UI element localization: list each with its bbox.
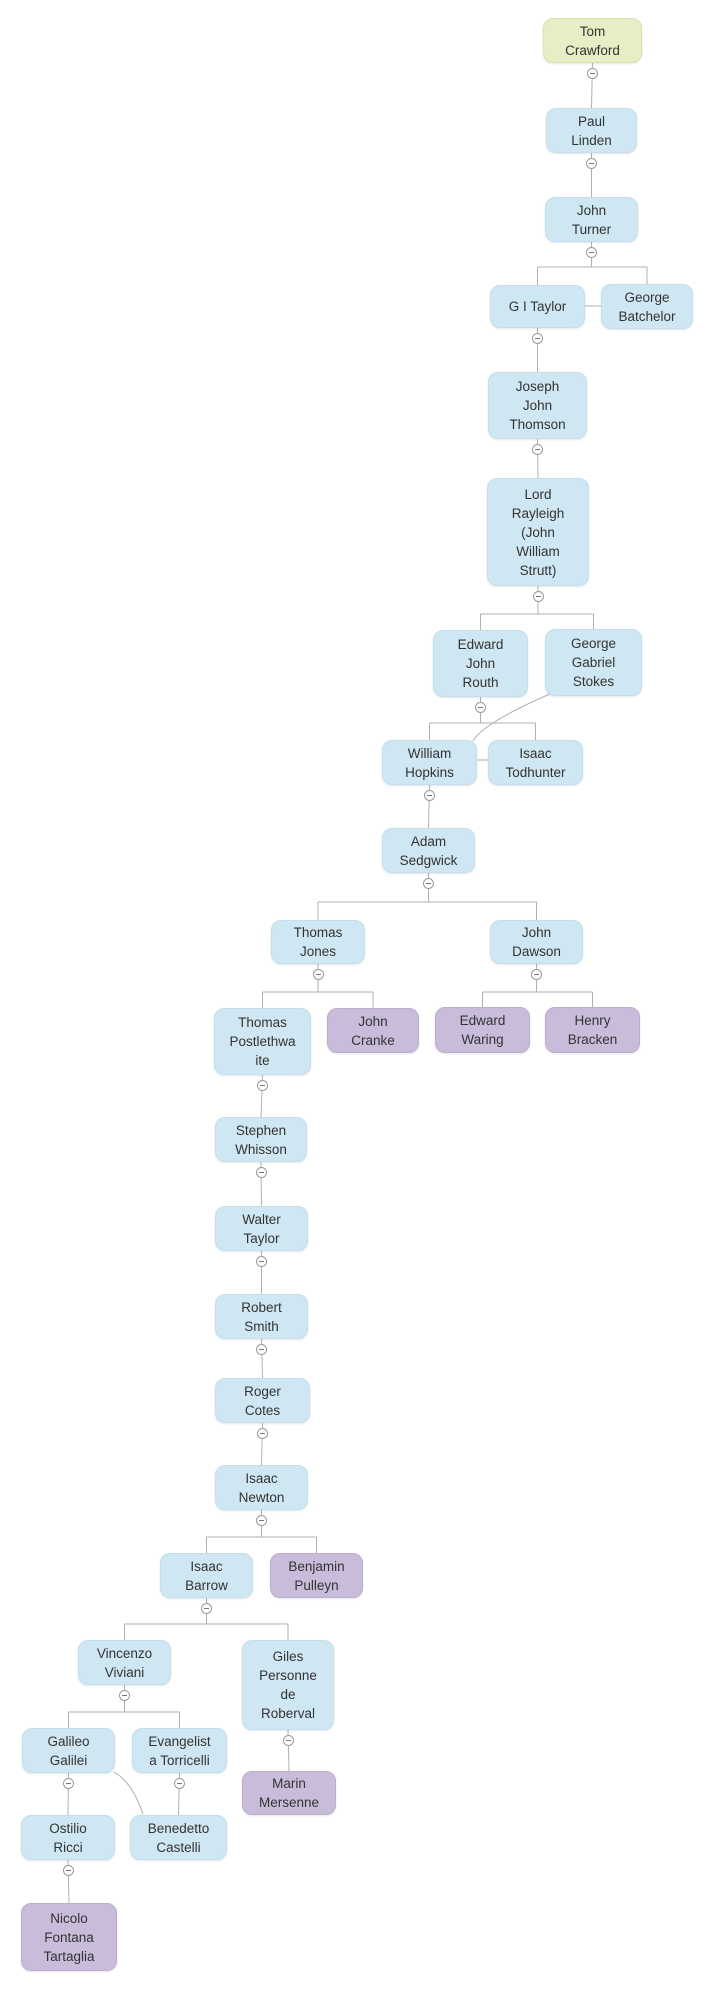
person-node-nicolo-tartaglia[interactable]: Nicolo Fontana Tartaglia <box>21 1903 117 1971</box>
person-node-lord-rayleigh[interactable]: Lord Rayleigh (John William Strutt) <box>487 478 589 586</box>
minus-icon <box>590 72 595 74</box>
person-node-isaac-todhunter[interactable]: Isaac Todhunter <box>488 740 583 785</box>
collapse-button-adam-sedgwick[interactable] <box>423 877 434 889</box>
person-node-tom-crawford[interactable]: Tom Crawford <box>543 18 642 63</box>
person-node-vincenzo-viviani[interactable]: Vincenzo Viviani <box>78 1640 171 1685</box>
collapse-button-thomas-jones[interactable] <box>312 968 324 980</box>
collapse-button-evangelista-torricelli[interactable] <box>174 1777 185 1789</box>
collapse-button-tom-crawford[interactable] <box>587 67 598 79</box>
collapse-button-edward-john-routh[interactable] <box>475 701 486 713</box>
minus-icon <box>259 1519 264 1521</box>
minus-icon <box>478 706 483 708</box>
minus-icon <box>65 1869 71 1871</box>
minus-icon <box>534 973 539 975</box>
person-node-robert-smith[interactable]: Robert Smith <box>215 1294 308 1339</box>
collapse-button-paul-linden[interactable] <box>586 157 597 169</box>
minus-icon <box>426 882 431 884</box>
person-node-thomas-jones[interactable]: Thomas Jones <box>271 920 365 964</box>
person-node-adam-sedgwick[interactable]: Adam Sedgwick <box>382 828 475 873</box>
minus-icon <box>260 1432 265 1434</box>
person-node-marin-mersenne[interactable]: Marin Mersenne <box>242 1771 336 1815</box>
person-node-john-cranke[interactable]: John Cranke <box>327 1008 419 1053</box>
minus-icon <box>589 162 594 164</box>
person-node-benedetto-castelli[interactable]: Benedetto Castelli <box>130 1815 227 1860</box>
minus-icon <box>204 1607 209 1609</box>
minus-icon <box>535 595 541 597</box>
collapse-button-ostilio-ricci[interactable] <box>62 1864 74 1876</box>
person-node-roger-cotes[interactable]: Roger Cotes <box>215 1378 310 1423</box>
person-node-ostilio-ricci[interactable]: Ostilio Ricci <box>21 1815 115 1860</box>
minus-icon <box>315 973 321 975</box>
collapse-button-thomas-postlethwaite[interactable] <box>257 1079 268 1091</box>
minus-icon <box>122 1694 127 1696</box>
person-node-joseph-john-thomson[interactable]: Joseph John Thomson <box>488 372 587 439</box>
minus-icon <box>589 251 594 253</box>
person-node-isaac-barrow[interactable]: Isaac Barrow <box>160 1553 253 1598</box>
person-node-edward-john-routh[interactable]: Edward John Routh <box>433 630 528 697</box>
person-node-walter-taylor[interactable]: Walter Taylor <box>215 1206 308 1251</box>
collapse-button-galileo-galilei[interactable] <box>63 1777 74 1789</box>
collapse-button-gi-taylor[interactable] <box>532 332 543 344</box>
stokes-to-hopkins-link <box>472 693 551 742</box>
collapse-button-walter-taylor[interactable] <box>256 1255 267 1267</box>
person-node-henry-bracken[interactable]: Henry Bracken <box>545 1007 640 1053</box>
person-node-gi-taylor[interactable]: G I Taylor <box>490 285 585 328</box>
person-node-stephen-whisson[interactable]: Stephen Whisson <box>215 1117 307 1162</box>
minus-icon <box>427 794 432 796</box>
collapse-button-isaac-barrow[interactable] <box>201 1602 212 1614</box>
collapse-button-joseph-john-thomson[interactable] <box>532 443 543 455</box>
collapse-button-roger-cotes[interactable] <box>257 1427 268 1439</box>
collapse-button-john-dawson[interactable] <box>531 968 542 980</box>
collapse-button-vincenzo-viviani[interactable] <box>119 1689 130 1701</box>
person-node-paul-linden[interactable]: Paul Linden <box>546 108 637 153</box>
person-node-isaac-newton[interactable]: Isaac Newton <box>215 1465 308 1510</box>
person-node-thomas-postlethwaite[interactable]: Thomas Postlethwa ite <box>214 1008 311 1075</box>
person-node-giles-roberval[interactable]: Giles Personne de Roberval <box>242 1640 334 1730</box>
collapse-button-isaac-newton[interactable] <box>256 1514 267 1526</box>
collapse-button-giles-roberval[interactable] <box>282 1734 294 1746</box>
minus-icon <box>258 1171 264 1173</box>
minus-icon <box>535 448 540 450</box>
collapse-button-lord-rayleigh[interactable] <box>532 590 544 602</box>
minus-icon <box>259 1260 264 1262</box>
collapse-button-john-turner[interactable] <box>586 246 597 258</box>
person-node-john-dawson[interactable]: John Dawson <box>490 920 583 964</box>
person-node-edward-waring[interactable]: Edward Waring <box>435 1007 530 1053</box>
person-node-john-turner[interactable]: John Turner <box>545 197 638 242</box>
person-node-evangelista-torricelli[interactable]: Evangelist a Torricelli <box>132 1728 227 1773</box>
minus-icon <box>177 1782 182 1784</box>
minus-icon <box>285 1739 291 1741</box>
collapse-button-robert-smith[interactable] <box>256 1343 267 1355</box>
minus-icon <box>535 337 540 339</box>
person-node-george-gabriel-stokes[interactable]: George Gabriel Stokes <box>545 629 642 696</box>
minus-icon <box>259 1348 264 1350</box>
minus-icon <box>66 1782 71 1784</box>
person-node-george-batchelor[interactable]: George Batchelor <box>601 284 693 329</box>
minus-icon <box>260 1084 265 1086</box>
collapse-button-william-hopkins[interactable] <box>424 789 435 801</box>
person-node-galileo-galilei[interactable]: Galileo Galilei <box>22 1728 115 1773</box>
galilei-to-castelli-link <box>113 1771 144 1815</box>
collapse-button-stephen-whisson[interactable] <box>255 1166 267 1178</box>
person-node-william-hopkins[interactable]: William Hopkins <box>382 740 477 785</box>
person-node-benjamin-pulleyn[interactable]: Benjamin Pulleyn <box>270 1553 363 1598</box>
